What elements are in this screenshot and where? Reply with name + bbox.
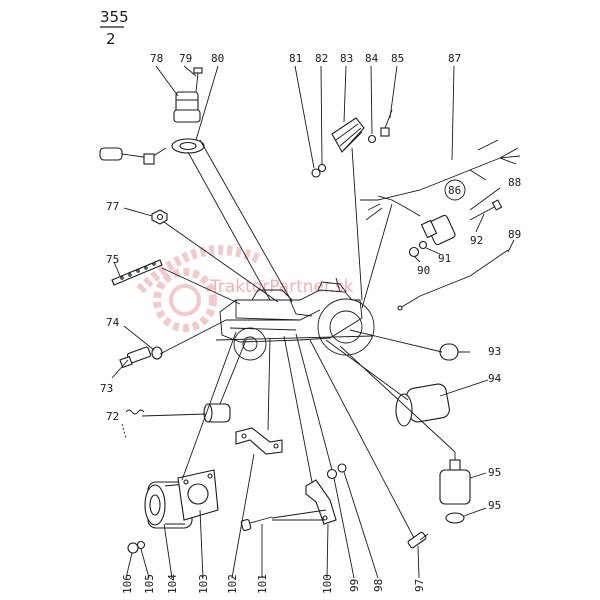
callout-91: 91 bbox=[438, 252, 451, 265]
callout-82: 82 bbox=[315, 52, 328, 65]
switch-72 bbox=[203, 403, 231, 423]
filter-95 bbox=[439, 452, 471, 505]
callout-94: 94 bbox=[488, 372, 502, 385]
callout-85: 85 bbox=[391, 52, 404, 65]
callout-99: 99 bbox=[348, 579, 361, 592]
callout-90: 90 bbox=[417, 264, 430, 277]
tractor-illustration bbox=[215, 277, 375, 361]
gasket-80 bbox=[171, 138, 205, 154]
flange-103 bbox=[177, 469, 219, 521]
callout-86-ring bbox=[444, 179, 466, 201]
callout-83: 83 bbox=[340, 52, 353, 65]
page-number: 355 bbox=[100, 8, 129, 26]
callout-98: 98 bbox=[372, 579, 385, 592]
nut-99 bbox=[326, 468, 338, 480]
lamp-holder bbox=[99, 147, 167, 165]
washer-105 bbox=[136, 540, 146, 550]
washer-95 bbox=[445, 512, 465, 524]
callout-84: 84 bbox=[365, 52, 379, 65]
callout-labels: 78 79 80 81 82 83 84 85 87 86 88 92 89 9… bbox=[100, 52, 521, 594]
callout-101: 101 bbox=[256, 574, 269, 594]
wiring-harness-87 bbox=[360, 139, 521, 221]
bracket-102 bbox=[235, 427, 283, 455]
callout-106: 106 bbox=[121, 574, 134, 594]
nut-81 bbox=[311, 168, 321, 178]
callout-80: 80 bbox=[211, 52, 224, 65]
callout-79: 79 bbox=[179, 52, 192, 65]
callout-95-upper: 95 bbox=[488, 466, 501, 479]
washer-84 bbox=[367, 134, 377, 144]
callout-78: 78 bbox=[150, 52, 163, 65]
callout-87: 87 bbox=[448, 52, 461, 65]
callout-75: 75 bbox=[106, 253, 119, 266]
page-subnumber: 2 bbox=[106, 30, 116, 48]
bolt-101 bbox=[240, 516, 273, 531]
starter-94 bbox=[395, 383, 450, 427]
callout-72: 72 bbox=[106, 410, 119, 423]
nut-106 bbox=[127, 542, 139, 554]
leader-lines bbox=[111, 65, 515, 579]
callout-73: 73 bbox=[100, 382, 113, 395]
grille-83 bbox=[331, 117, 365, 153]
washer-74 bbox=[151, 346, 163, 360]
watermark-text: TraktorPartner.sk bbox=[209, 277, 354, 297]
sender-unit-78 bbox=[173, 91, 201, 123]
callout-88: 88 bbox=[508, 176, 521, 189]
callout-81: 81 bbox=[289, 52, 302, 65]
callout-93: 93 bbox=[488, 345, 501, 358]
nut-77 bbox=[151, 209, 168, 225]
bolt-92 bbox=[469, 199, 503, 221]
nut-90 bbox=[408, 246, 420, 258]
terminal-strip-75 bbox=[111, 259, 163, 286]
callout-89: 89 bbox=[508, 228, 521, 241]
callout-97: 97 bbox=[413, 579, 426, 592]
callout-102: 102 bbox=[226, 574, 239, 594]
callout-103: 103 bbox=[197, 574, 210, 594]
callout-92: 92 bbox=[470, 234, 483, 247]
callout-95-lower: 95 bbox=[488, 499, 501, 512]
cable-89 bbox=[397, 249, 509, 311]
washer-82 bbox=[317, 163, 327, 173]
connector-88 bbox=[420, 214, 456, 246]
callout-74: 74 bbox=[106, 316, 120, 329]
callout-77: 77 bbox=[106, 200, 119, 213]
screw-79 bbox=[193, 67, 203, 93]
callout-105: 105 bbox=[143, 574, 156, 594]
washer-91 bbox=[418, 240, 428, 250]
bracket-100 bbox=[305, 479, 337, 525]
callout-104: 104 bbox=[166, 574, 179, 594]
washer-98 bbox=[337, 463, 347, 473]
watermark bbox=[136, 245, 263, 332]
spring-72 bbox=[121, 409, 145, 439]
callout-100: 100 bbox=[321, 574, 334, 594]
sensor-97 bbox=[407, 531, 429, 549]
callout-86: 86 bbox=[448, 184, 461, 197]
